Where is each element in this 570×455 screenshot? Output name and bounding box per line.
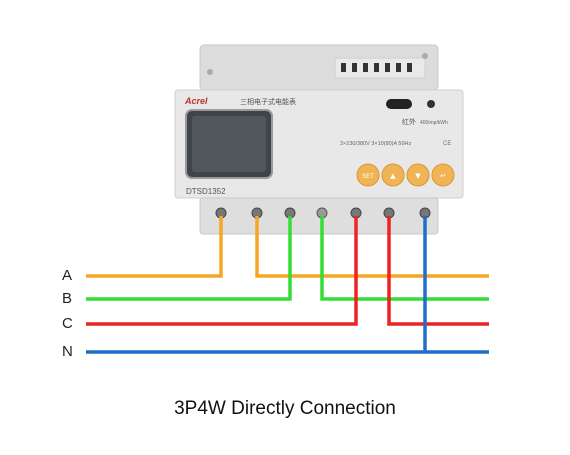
wire-b-in	[86, 216, 292, 301]
energy-meter: Acrel 三相电子式电能表 DTSD1352 红外 400imp/kWh 3×…	[174, 44, 464, 235]
enter-button-label: ↵	[440, 172, 446, 180]
button-row: SET ▲ ▼ ↵	[356, 163, 455, 187]
model-number: DTSD1352	[186, 187, 226, 196]
pulse-led	[427, 100, 435, 108]
ir-label: 红外	[402, 117, 416, 126]
set-button-label: SET	[362, 174, 374, 180]
comm-terminal-strip	[334, 57, 426, 79]
wire-b-out	[320, 216, 489, 301]
down-button-label: ▼	[415, 172, 421, 180]
wire-a-in	[86, 216, 223, 278]
brand-logo: Acrel	[184, 96, 208, 106]
up-button[interactable]	[381, 163, 405, 187]
up-button-label: ▲	[390, 172, 396, 180]
phase-label-n: N	[62, 343, 73, 360]
cert-mark: CE	[443, 141, 451, 147]
meter-title: 三相电子式电能表	[240, 97, 296, 106]
down-button[interactable]	[406, 163, 430, 187]
diagram-caption: 3P4W Directly Connection	[174, 398, 396, 419]
set-button[interactable]	[356, 163, 380, 187]
infrared-port	[386, 99, 412, 109]
wires	[86, 216, 489, 354]
phase-label-c: C	[62, 315, 73, 332]
enter-button[interactable]	[431, 163, 455, 187]
impulse-constant: 400imp/kWh	[420, 120, 448, 126]
phase-label-b: B	[62, 290, 73, 307]
phase-label-a: A	[62, 267, 73, 284]
wire-c-out	[387, 216, 489, 326]
terminal-screws	[215, 207, 431, 219]
wire-c-in	[86, 216, 358, 326]
wire-a-out	[255, 216, 489, 278]
rating-spec: 3×230/380V 3×10(80)A 50Hz	[340, 141, 412, 147]
